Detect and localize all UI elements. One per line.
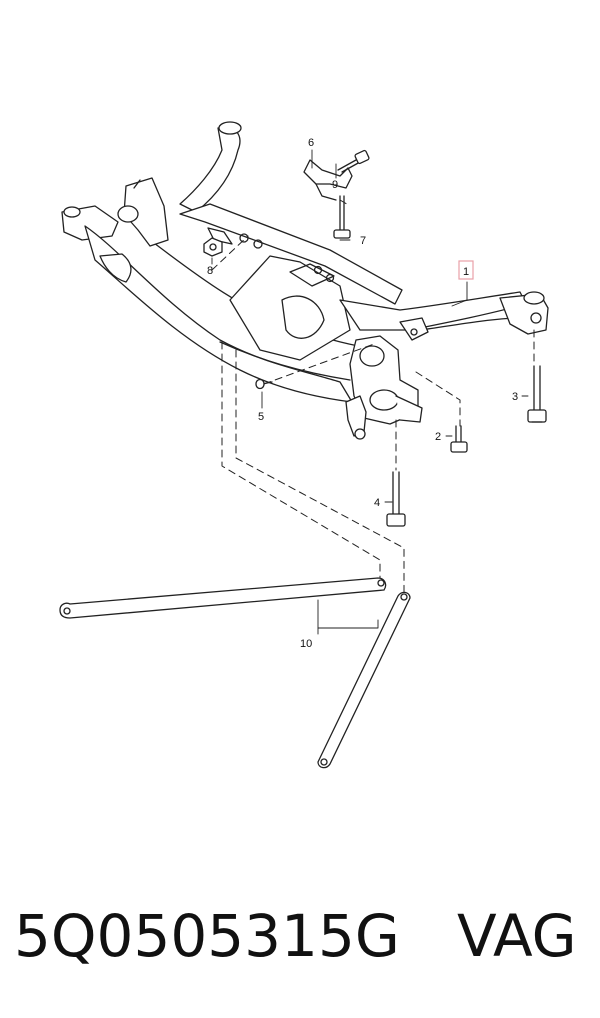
callout-7: 7 [360,235,366,247]
callout-5: 5 [258,411,264,423]
callout-1: 1 [463,266,469,278]
bolt-7 [333,195,351,239]
rear-subframe [61,121,549,440]
callout-2: 2 [435,431,441,443]
callout-10: 10 [300,638,312,650]
callout-8: 8 [207,265,213,277]
part-number: 5Q0505315G [14,902,400,970]
bolt-9 [337,149,370,173]
brand-label: VAG [457,902,577,970]
bolt-4 [386,471,406,527]
bolt-3 [527,365,547,423]
bracket-6 [303,159,353,201]
callout-6: 6 [308,137,314,149]
bolt-2 [450,425,468,453]
caption-row: 5Q0505315G VAG [0,890,600,990]
highlight-box [458,260,474,280]
callout-4: 4 [374,497,380,509]
strut-right [317,591,411,769]
callout-3: 3 [512,391,518,403]
nut-8 [203,237,223,257]
exploded-parts-diagram: 1 2 3 4 5 6 7 8 9 10 [59,121,549,769]
strut-left [59,577,387,619]
callout-9: 9 [332,179,338,191]
